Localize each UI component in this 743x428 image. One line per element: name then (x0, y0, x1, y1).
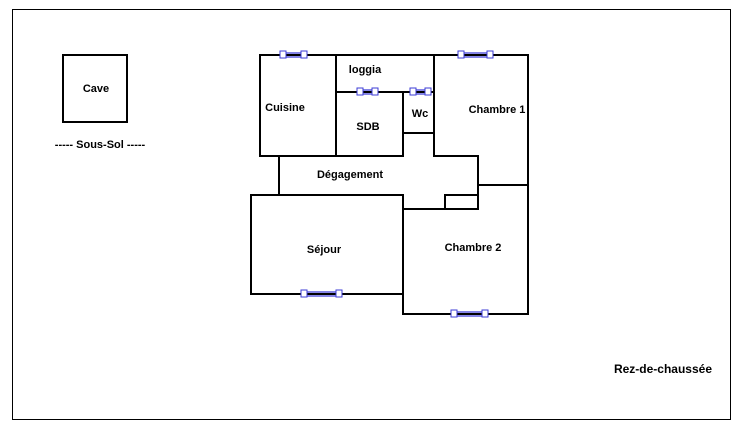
basement-caption: ----- Sous-Sol ----- (55, 139, 146, 151)
window-chambre2 (450, 309, 489, 318)
label-wc: Wc (412, 108, 429, 120)
windows (279, 50, 494, 318)
label-loggia: loggia (349, 64, 382, 76)
window-sejour (300, 289, 343, 298)
label-cuisine: Cuisine (265, 102, 305, 114)
cave-room (62, 54, 128, 123)
label-chambre2: Chambre 2 (445, 242, 502, 254)
label-sdb: SDB (356, 121, 379, 133)
label-degagement: Dégagement (317, 169, 383, 181)
walls (250, 54, 529, 315)
page-border (12, 9, 731, 420)
floor-caption: Rez-de-chaussée (614, 362, 712, 376)
window-chambre1 (457, 50, 494, 59)
cave-label: Cave (83, 83, 109, 95)
label-chambre1: Chambre 1 (469, 104, 526, 116)
window-wc (409, 87, 432, 96)
label-sejour: Séjour (307, 244, 342, 256)
window-cuisine (279, 50, 308, 59)
window-sdb (356, 87, 379, 96)
